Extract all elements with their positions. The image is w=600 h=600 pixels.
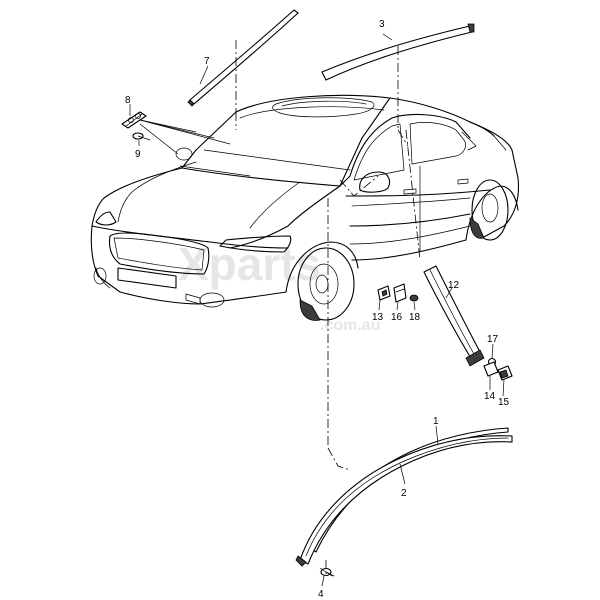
- callout-15: 15: [498, 397, 510, 408]
- part-7-windshield-strip: [187, 9, 299, 107]
- parts-14-15-17-fasteners: [483, 357, 513, 381]
- callout-13: 13: [372, 312, 384, 323]
- callout-9: 9: [135, 149, 141, 160]
- callout-14: 14: [484, 391, 496, 402]
- callout-labels: 7 3 8 9 12 13 16 18 17 14 15 1 2 4: [125, 19, 510, 600]
- callout-2: 2: [401, 488, 407, 499]
- bracket-leaders: [139, 119, 231, 155]
- callout-16: 16: [391, 312, 403, 323]
- callout-8: 8: [125, 95, 131, 106]
- parts-13-16-18-clips: [377, 283, 419, 303]
- part-12-pillar-trim: [423, 265, 485, 367]
- callout-4: 4: [318, 589, 324, 600]
- car-body: [90, 94, 520, 321]
- part-8-9-bracket: [121, 111, 151, 141]
- callout-1: 1: [433, 416, 439, 427]
- parts-1-2-door-seals: [295, 427, 513, 567]
- callout-7: 7: [204, 56, 210, 67]
- watermark-subtext: .com.au: [320, 317, 380, 334]
- callout-18: 18: [409, 312, 421, 323]
- callout-12: 12: [448, 280, 460, 291]
- relation-lines: [235, 40, 421, 574]
- part-4-grommet: [319, 567, 335, 577]
- callout-leaders: [129, 33, 505, 587]
- callout-17: 17: [487, 334, 499, 345]
- part-3-roof-strip: [321, 23, 475, 81]
- callout-3: 3: [379, 19, 385, 30]
